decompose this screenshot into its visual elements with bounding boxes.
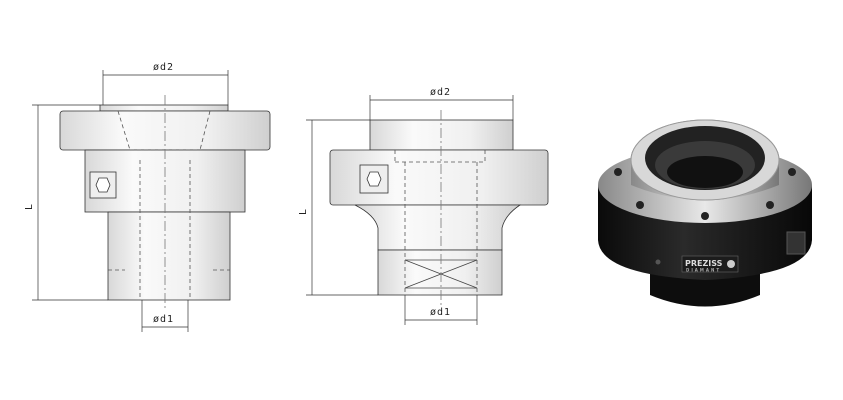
middle-dim-d2: ød2 bbox=[430, 87, 451, 98]
photo-logo-sub: DIAMANT bbox=[686, 268, 721, 273]
product-photo: PREZISS DIAMANT bbox=[598, 119, 812, 307]
left-dim-d2: ød2 bbox=[153, 62, 174, 73]
middle-dim-l: L bbox=[298, 208, 309, 215]
logo-emblem-icon bbox=[727, 260, 735, 268]
middle-dimensions bbox=[306, 95, 514, 325]
left-dim-d1: ød1 bbox=[153, 314, 174, 325]
middle-part-drawing bbox=[329, 110, 549, 305]
photo-logo: PREZISS bbox=[685, 259, 723, 268]
middle-dim-d1: ød1 bbox=[430, 307, 451, 318]
left-dim-l: L bbox=[24, 203, 35, 210]
left-part-drawing bbox=[59, 95, 271, 310]
left-dimensions bbox=[32, 70, 229, 332]
